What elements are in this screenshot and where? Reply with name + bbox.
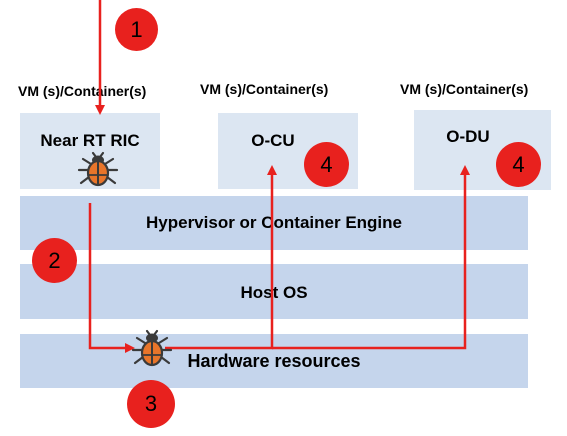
step-marker-4-odu: 4 — [496, 142, 541, 187]
bug-icon — [128, 326, 176, 372]
o-cu-label: O-CU — [251, 131, 295, 150]
step-marker-3: 3 — [127, 380, 175, 428]
step-marker-1: 1 — [115, 8, 158, 51]
vm-caption-ocu: VM (s)/Container(s) — [200, 81, 329, 97]
vm-caption-ric: VM (s)/Container(s) — [18, 83, 147, 99]
bug-icon — [74, 148, 122, 190]
arrow-to-odu — [272, 165, 470, 350]
host-os-label: Host OS — [240, 283, 308, 302]
o-du-label: O-DU — [446, 127, 490, 146]
near-rt-ric-label: Near RT RIC — [40, 131, 140, 150]
hardware-layer: Hardware resources — [20, 334, 528, 388]
hypervisor-label: Hypervisor or Container Engine — [146, 213, 402, 232]
hardware-label: Hardware resources — [187, 351, 361, 371]
step-marker-2: 2 — [32, 238, 77, 283]
arrow-step-2 — [88, 203, 135, 353]
vm-caption-odu: VM (s)/Container(s) — [400, 81, 529, 97]
arrow-to-ocu — [165, 165, 277, 350]
host-os-layer: Host OS — [20, 264, 528, 319]
step-marker-4-ocu: 4 — [304, 142, 349, 187]
hypervisor-layer: Hypervisor or Container Engine — [20, 196, 528, 250]
